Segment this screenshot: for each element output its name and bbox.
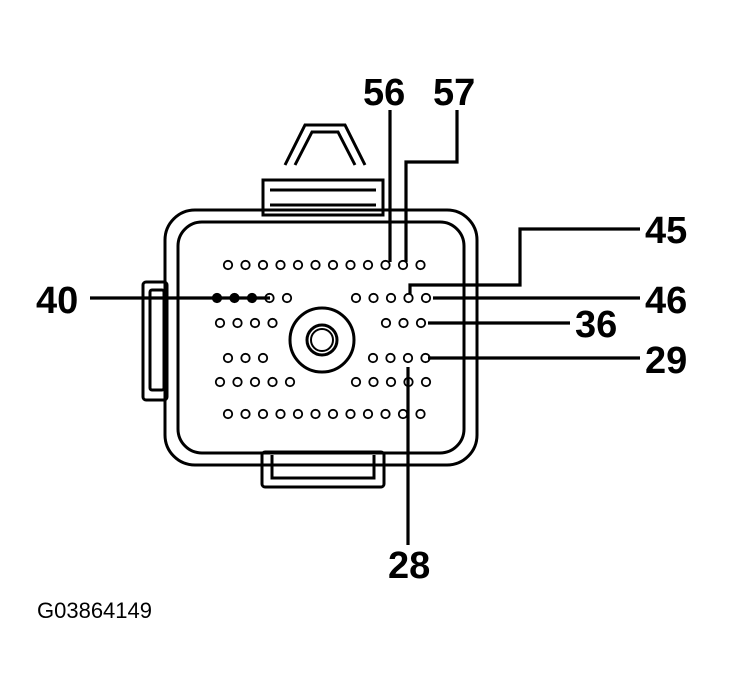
pin-array <box>211 259 432 420</box>
pin-cavity <box>385 352 396 364</box>
pin-cavity <box>345 408 356 420</box>
pin-cavity <box>415 317 427 329</box>
pin-cavity <box>397 408 409 420</box>
pin-cavity <box>222 408 234 420</box>
pin-cavity <box>232 376 243 388</box>
pin-cavity <box>420 376 432 388</box>
pin-cavity <box>367 352 379 364</box>
pin-cavity <box>397 259 409 271</box>
pin-cavity <box>240 259 251 271</box>
pin-cavity <box>398 317 409 329</box>
pin-cavity <box>240 352 251 364</box>
pin-label-56: 56 <box>363 72 405 114</box>
pin-cavity <box>368 292 379 304</box>
leader-57 <box>404 110 459 262</box>
pin-cavity <box>292 408 304 420</box>
pin-cavity <box>284 376 296 388</box>
pin-cavity <box>222 259 234 271</box>
pin-label-40: 40 <box>36 280 78 322</box>
pin-cavity <box>267 376 278 388</box>
pin-cavity <box>415 408 426 420</box>
pin-cavity <box>362 259 374 271</box>
pin-cavity <box>275 408 286 420</box>
pin-cavity <box>232 317 243 329</box>
pin-label-36: 36 <box>575 304 617 346</box>
pin-cavity <box>275 259 286 271</box>
pin-cavity <box>310 259 321 271</box>
pin-cavity <box>327 259 339 271</box>
pin-cavity <box>385 376 397 388</box>
pin-cavity <box>222 352 234 364</box>
pin-cavity <box>249 317 261 329</box>
connector-body <box>141 123 479 489</box>
pin-cavity <box>214 376 226 388</box>
pin-cavity <box>249 376 261 388</box>
pin-cavity <box>257 259 269 271</box>
pin-cavity <box>420 292 432 304</box>
pin-cavity <box>267 317 278 329</box>
pin-cavity <box>257 408 269 420</box>
pin-cavity <box>385 292 397 304</box>
pin-cavity <box>310 408 321 420</box>
pin-cavity <box>362 408 374 420</box>
pin-cavity <box>380 408 391 420</box>
pin-cavity <box>327 408 339 420</box>
pin-label-45: 45 <box>645 210 687 252</box>
pin-cavity <box>345 259 356 271</box>
pin-cavity <box>415 259 426 271</box>
figure-id: G03864149 <box>37 598 152 623</box>
leader-lines <box>90 110 640 545</box>
pin-label-46: 46 <box>645 280 687 322</box>
pin-cavity <box>403 292 414 304</box>
pin-cavity <box>350 292 362 304</box>
pin-cavity <box>380 259 391 271</box>
leader-45 <box>408 227 640 294</box>
pin-cavity <box>240 408 251 420</box>
pin-cavity <box>214 317 226 329</box>
pin-label-57: 57 <box>433 72 475 114</box>
pin-cavity <box>368 376 379 388</box>
pin-label-29: 29 <box>645 340 687 382</box>
pin-cavity <box>380 317 392 329</box>
pin-cavity <box>257 352 269 364</box>
pin-labels: 56 57 45 40 46 36 29 28 <box>36 72 687 587</box>
pin-cavity <box>402 352 414 364</box>
pin-cavity <box>281 292 293 304</box>
pin-cavity <box>350 376 362 388</box>
pin-label-28: 28 <box>388 545 430 587</box>
pin-cavity <box>292 259 304 271</box>
